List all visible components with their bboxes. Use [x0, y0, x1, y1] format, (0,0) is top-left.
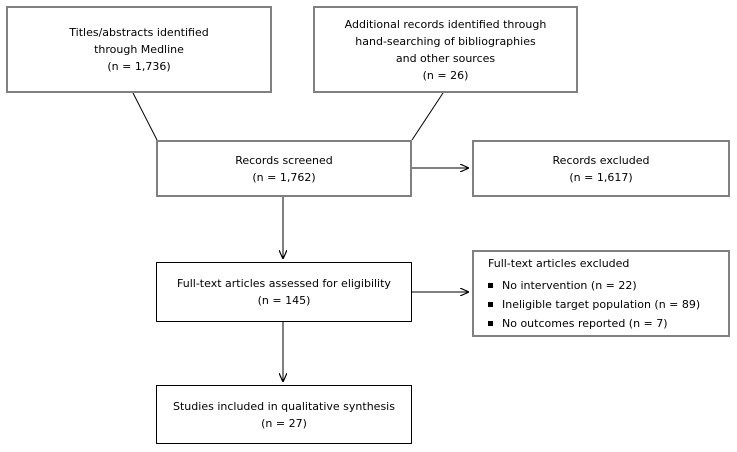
fulltext-excluded-list: No intervention (n = 22) Ineligible targ…	[488, 276, 700, 333]
node-screened-count: (n = 1,762)	[252, 170, 316, 184]
list-item: Ineligible target population (n = 89)	[488, 295, 700, 314]
list-item-label: No intervention (n = 22)	[502, 278, 637, 292]
node-excluded-label: Records excluded	[552, 153, 650, 167]
node-records-identified-medline: Titles/abstracts identified through Medl…	[6, 6, 272, 93]
list-item: No outcomes reported (n = 7)	[488, 314, 700, 333]
node-records-excluded: Records excluded (n = 1,617)	[472, 140, 730, 197]
connector-medline-to-screened	[132, 92, 158, 141]
node-excluded-count: (n = 1,617)	[569, 170, 633, 184]
node-fulltext-assessed-eligibility: Full-text articles assessed for eligibil…	[156, 262, 412, 322]
node-eligibility-label: Full-text articles assessed for eligibil…	[177, 277, 391, 290]
node-additional-line-2: hand-searching of bibliographies	[355, 34, 536, 48]
fulltext-excluded-heading: Full-text articles excluded	[488, 256, 630, 270]
node-fulltext-articles-excluded: Full-text articles excluded No intervent…	[472, 250, 730, 337]
node-eligibility-count: (n = 145)	[257, 294, 311, 307]
node-records-screened: Records screened (n = 1,762)	[156, 140, 412, 197]
connector-additional-to-screened	[411, 92, 444, 141]
node-medline-line-2: through Medline	[94, 43, 184, 56]
node-medline-count: (n = 1,736)	[107, 60, 171, 73]
node-additional-records-identified: Additional records identified through ha…	[313, 6, 578, 93]
node-included-label: Studies included in qualitative synthesi…	[173, 399, 395, 413]
bullet-square-icon	[488, 301, 493, 307]
node-studies-included-qualitative-synthesis: Studies included in qualitative synthesi…	[156, 385, 412, 444]
bullet-square-icon	[488, 282, 493, 288]
list-item-label: Ineligible target population (n = 89)	[502, 297, 701, 311]
node-additional-line-1: Additional records identified through	[344, 17, 547, 31]
node-screened-label: Records screened	[235, 153, 333, 167]
list-item-label: No outcomes reported (n = 7)	[502, 316, 668, 330]
node-additional-count: (n = 26)	[422, 68, 469, 82]
list-item: No intervention (n = 22)	[488, 276, 700, 295]
bullet-square-icon	[488, 320, 493, 326]
node-medline-line-1: Titles/abstracts identified	[69, 26, 209, 39]
node-included-count: (n = 27)	[261, 416, 307, 430]
node-additional-line-3: and other sources	[395, 51, 496, 65]
